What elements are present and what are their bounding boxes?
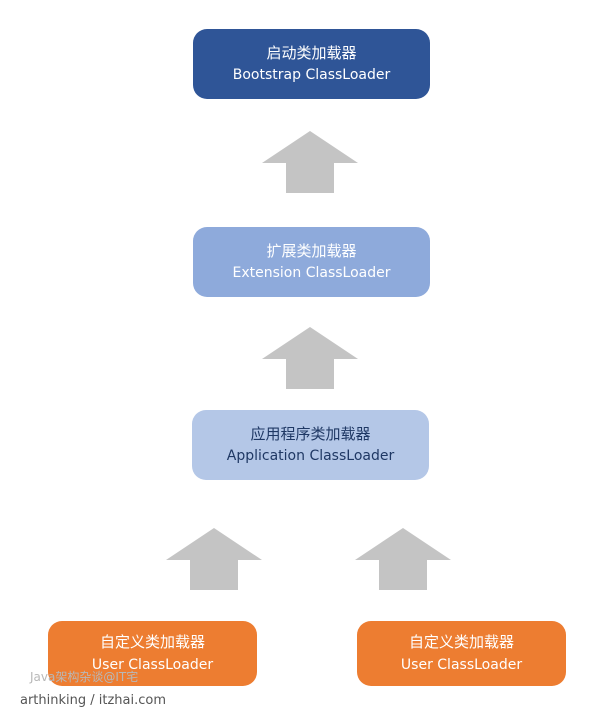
extension-classloader-node: 扩展类加载器 Extension ClassLoader <box>193 227 430 297</box>
application-classloader-node: 应用程序类加载器 Application ClassLoader <box>192 410 429 480</box>
up-arrow-icon <box>262 327 358 389</box>
footer-credit: arthinking / itzhai.com <box>20 693 167 708</box>
extension-classloader-en-label: Extension ClassLoader <box>232 265 391 282</box>
user-classloader-left-zh-label: 自定义类加载器 <box>99 633 205 652</box>
bootstrap-classloader-node: 启动类加载器 Bootstrap ClassLoader <box>193 29 430 99</box>
user-classloader-right-en-label: User ClassLoader <box>400 656 523 673</box>
user-classloader-left-node: 自定义类加载器 User ClassLoader <box>48 621 257 686</box>
application-classloader-zh-label: 应用程序类加载器 <box>250 424 371 443</box>
bootstrap-classloader-zh-label: 启动类加载器 <box>266 43 357 62</box>
watermark-text: Java架构杂谈@IT宅 <box>30 670 139 684</box>
up-arrow-icon <box>355 528 451 590</box>
extension-classloader-zh-label: 扩展类加载器 <box>266 241 357 260</box>
bootstrap-classloader-en-label: Bootstrap ClassLoader <box>232 67 391 84</box>
user-classloader-right-zh-label: 自定义类加载器 <box>408 633 514 652</box>
up-arrow-icon <box>262 131 358 193</box>
user-classloader-right-node: 自定义类加载器 User ClassLoader <box>357 621 566 686</box>
up-arrow-icon <box>166 528 262 590</box>
application-classloader-en-label: Application ClassLoader <box>226 448 395 465</box>
user-classloader-left-en-label: User ClassLoader <box>91 656 214 673</box>
